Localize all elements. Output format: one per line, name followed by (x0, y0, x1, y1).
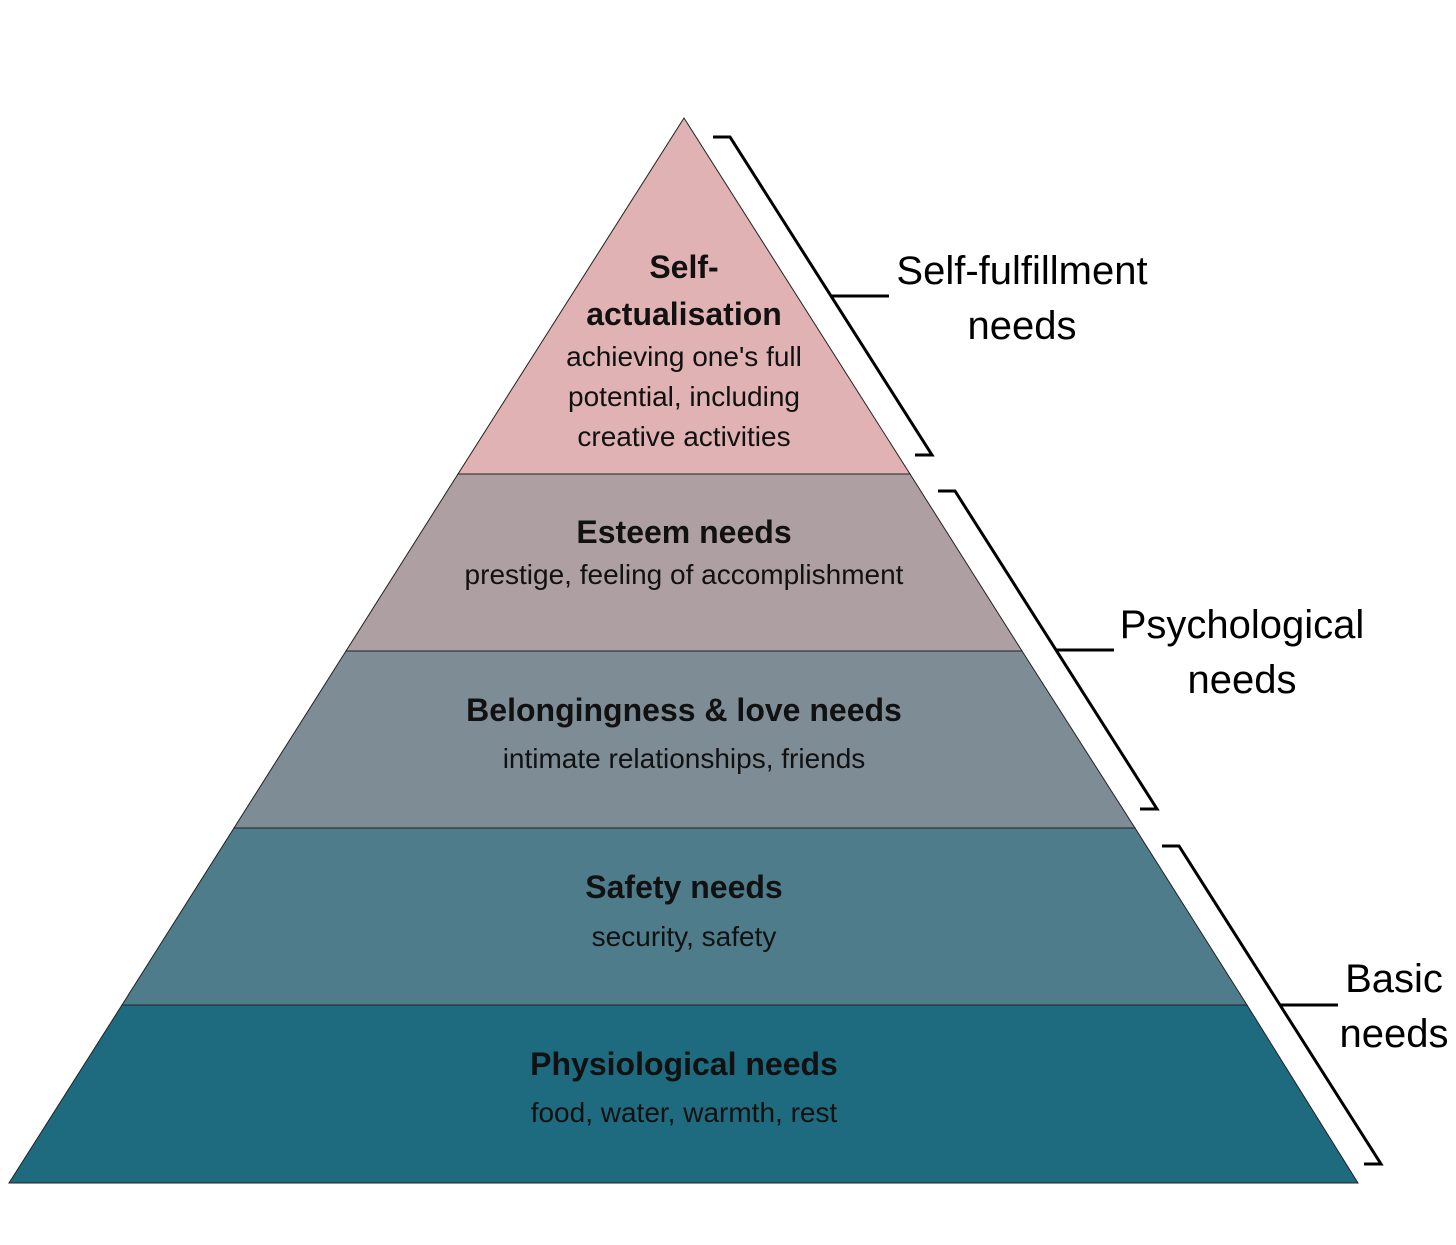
self-actualisation-title-line-2: actualisation (586, 296, 782, 332)
belongingness-title: Belongingness & love needs (466, 692, 902, 728)
psychological-label-line-1: Psychological (1120, 603, 1365, 647)
self-actualisation-desc-line-1: achieving one's full (566, 341, 802, 372)
basic-label-line-2: needs (1340, 1012, 1449, 1056)
self-actualisation-desc-line-3: creative activities (577, 421, 790, 452)
self-fulfillment-label-line-2: needs (968, 304, 1077, 348)
psychological-label-line-2: needs (1188, 658, 1297, 702)
group-brackets (713, 135, 1384, 1166)
tier-texts: Self- actualisation achieving one's full… (465, 249, 904, 1128)
tier-physiological (8, 1004, 1359, 1184)
esteem-title: Esteem needs (576, 514, 791, 550)
tier-belongingness (233, 650, 1136, 829)
physiological-title: Physiological needs (530, 1046, 838, 1082)
safety-desc: security, safety (592, 921, 777, 952)
group-labels: Self-fulfillment needs Psychological nee… (896, 249, 1448, 1056)
self-actualisation-desc-line-2: potential, including (568, 381, 800, 412)
physiological-desc: food, water, warmth, rest (531, 1097, 838, 1128)
belongingness-desc: intimate relationships, friends (503, 743, 866, 774)
pyramid (8, 117, 1359, 1184)
esteem-desc: prestige, feeling of accomplishment (465, 559, 904, 590)
self-actualisation-title-line-1: Self- (649, 249, 718, 285)
self-fulfillment-label-line-1: Self-fulfillment (896, 249, 1147, 293)
tier-safety (121, 827, 1248, 1006)
safety-title: Safety needs (585, 869, 782, 905)
basic-label-line-1: Basic (1345, 957, 1443, 1001)
